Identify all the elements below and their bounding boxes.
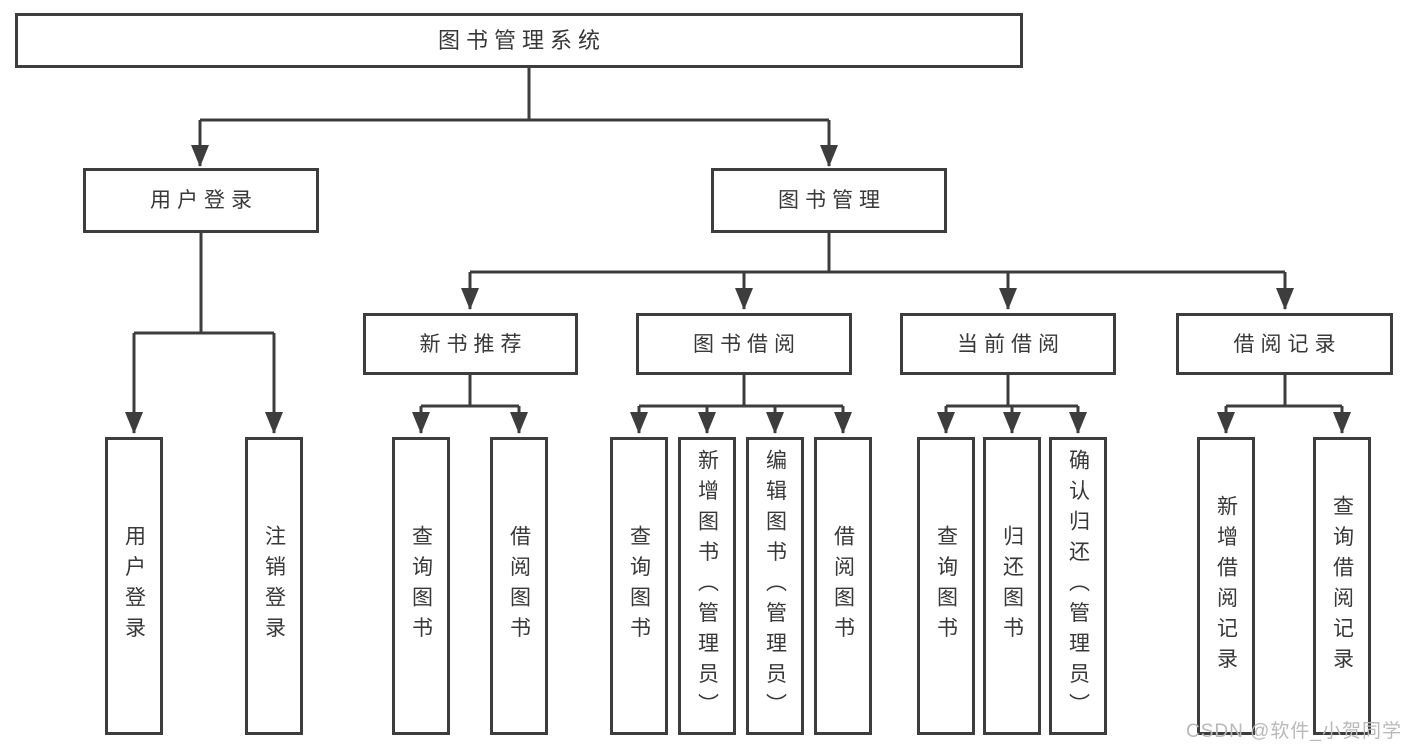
leaf-current-query: 查询图书 <box>917 437 975 735</box>
leaf-user-login-label: 用户登录 <box>122 525 146 647</box>
node-book-borrow-label: 图书借阅 <box>693 332 801 356</box>
leaf-borrow-edit-book-label: 编辑图书（管理员） <box>763 448 787 724</box>
node-book-management: 图书管理 <box>711 168 947 233</box>
node-user-login-label: 用户登录 <box>150 189 258 212</box>
leaf-borrow-book-label: 借阅图书 <box>831 525 855 647</box>
node-user-login: 用户登录 <box>83 168 319 233</box>
leaf-newbooks-borrow: 借阅图书 <box>490 437 548 735</box>
node-book-borrow: 图书借阅 <box>636 313 852 375</box>
leaf-borrow-query-label: 查询图书 <box>627 525 651 647</box>
node-root-system: 图书管理系统 <box>15 13 1023 68</box>
leaf-newbooks-borrow-label: 借阅图书 <box>507 525 531 647</box>
leaf-borrow-add-book: 新增图书（管理员） <box>678 437 736 735</box>
connectors <box>125 64 1351 434</box>
node-borrow-records-label: 借阅记录 <box>1233 332 1342 356</box>
csdn-watermark: CSDN @软件_小贺同学 <box>1186 721 1402 742</box>
node-root-label: 图书管理系统 <box>437 27 606 53</box>
leaf-borrow-query: 查询图书 <box>610 437 668 735</box>
node-current-borrow-label: 当前借阅 <box>957 332 1065 356</box>
leaf-records-query: 查询借阅记录 <box>1313 437 1371 735</box>
leaf-logout: 注销登录 <box>245 437 303 735</box>
leaf-current-confirm-return: 确认归还（管理员） <box>1049 437 1107 735</box>
leaf-logout-label: 注销登录 <box>262 525 286 647</box>
leaf-newbooks-query-label: 查询图书 <box>409 525 433 647</box>
leaf-newbooks-query: 查询图书 <box>392 437 450 735</box>
node-new-book-recommend: 新书推荐 <box>363 313 578 375</box>
leaf-user-login: 用户登录 <box>105 437 163 735</box>
leaf-records-add-label: 新增借阅记录 <box>1214 494 1238 678</box>
leaf-current-return: 归还图书 <box>983 437 1041 735</box>
leaf-borrow-add-book-label: 新增图书（管理员） <box>695 448 719 724</box>
leaf-records-query-label: 查询借阅记录 <box>1330 494 1354 678</box>
leaf-current-query-label: 查询图书 <box>934 525 958 647</box>
node-borrow-records: 借阅记录 <box>1176 313 1393 375</box>
node-new-book-recommend-label: 新书推荐 <box>419 332 528 356</box>
node-current-borrow: 当前借阅 <box>900 313 1116 375</box>
leaf-borrow-edit-book: 编辑图书（管理员） <box>746 437 804 735</box>
leaf-borrow-book: 借阅图书 <box>814 437 872 735</box>
node-book-management-label: 图书管理 <box>778 189 886 212</box>
leaf-current-return-label: 归还图书 <box>1000 525 1024 647</box>
leaf-current-confirm-return-label: 确认归还（管理员） <box>1066 448 1090 724</box>
leaf-records-add: 新增借阅记录 <box>1197 437 1255 735</box>
